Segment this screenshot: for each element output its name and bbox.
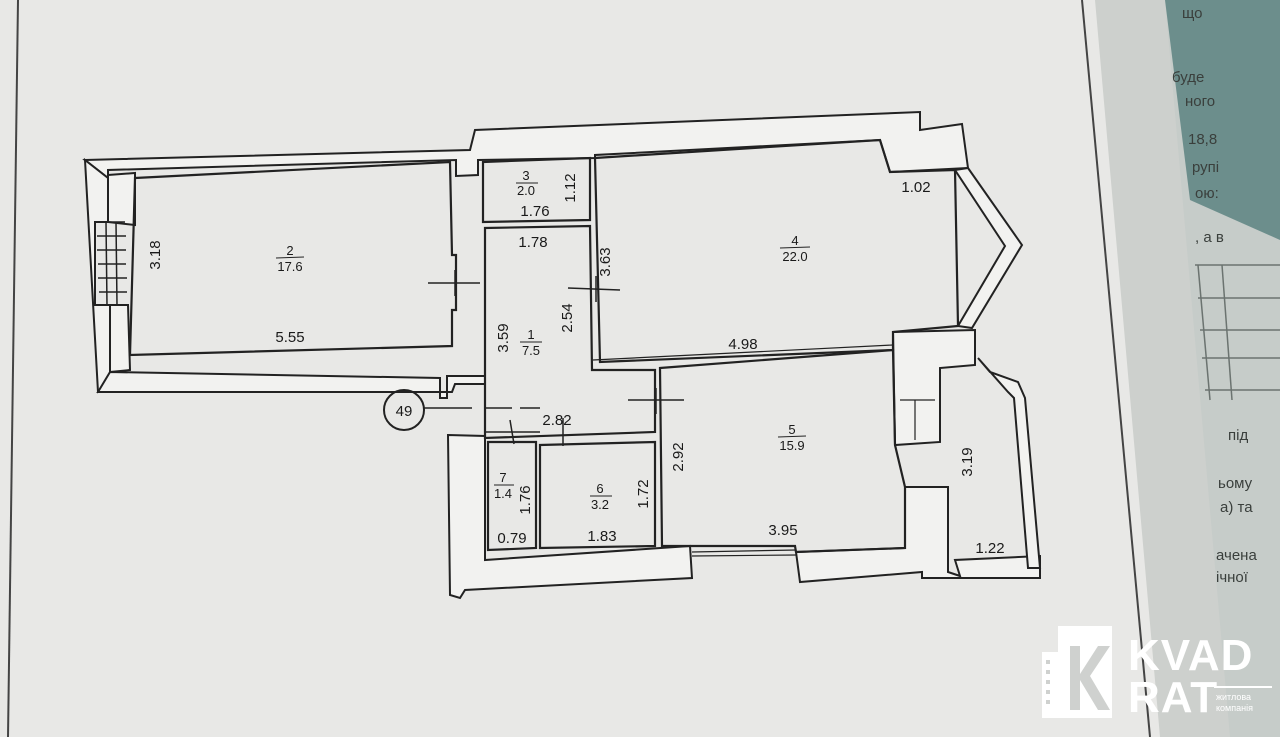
dim-hall-bottom: 2.82: [542, 412, 571, 429]
side-text: що буде ного 18,8 рупі ою: , а в під ьом…: [1172, 5, 1257, 586]
side-text-line: , а в: [1195, 229, 1224, 246]
logo-tagline-2: компанія: [1216, 703, 1253, 713]
dim-hall-top: 1.78: [518, 234, 547, 251]
logo-word-1: KVAD: [1128, 631, 1254, 680]
entrance-stairs: [96, 221, 127, 306]
room-7-area: 1.4: [494, 486, 512, 501]
dim-r7-height: 1.76: [517, 485, 534, 514]
dim-hall-right: 2.54: [559, 303, 576, 332]
window-lines: [592, 344, 935, 557]
dim-r6-width: 1.83: [587, 528, 616, 545]
dim-r4-bay: 1.02: [901, 179, 930, 196]
dim-r7-width: 0.79: [497, 530, 526, 547]
room-7-number: 7: [499, 470, 506, 485]
side-text-line: ачена: [1216, 547, 1257, 564]
room-3-number: 3: [522, 168, 529, 183]
room-1-area: 7.5: [522, 343, 540, 358]
room-4-area: 22.0: [782, 249, 807, 264]
room-outlines: [128, 138, 960, 554]
room-2-number: 2: [286, 243, 293, 258]
entrance-marker: [383, 389, 425, 431]
dimension-labels: 3.18 5.55 1.76 1.12 1.78 3.63 2.54 3.59 …: [147, 173, 1005, 557]
side-text-line: буде: [1172, 69, 1204, 86]
cover-edge: [1165, 0, 1280, 240]
room-1-number: 1: [527, 327, 534, 342]
dim-balcony: 1.22: [975, 540, 1004, 557]
dim-r2-width: 5.55: [275, 329, 304, 346]
dim-r4-width: 4.98: [728, 336, 757, 353]
dim-r4-height: 3.63: [597, 247, 614, 276]
side-text-line: ного: [1185, 93, 1215, 110]
logo-word-2: RAT: [1128, 673, 1219, 722]
frame-line-left: [7, 0, 19, 737]
side-text-line: ою:: [1195, 185, 1219, 202]
room-6-area: 3.2: [591, 497, 609, 512]
dim-r5-right: 3.19: [959, 447, 976, 476]
room-2-area: 17.6: [277, 259, 302, 274]
room-5-number: 5: [788, 422, 795, 437]
side-text-line: 18,8: [1188, 131, 1217, 148]
side-text-line: ьому: [1218, 475, 1253, 492]
dim-r5-width: 3.95: [768, 522, 797, 539]
logo-tagline-1: житлова: [1216, 692, 1252, 702]
dim-r5-height: 2.92: [670, 442, 687, 471]
entrance-number: 49: [396, 403, 413, 420]
side-text-line: що: [1182, 5, 1203, 22]
frame-line-right: [1081, 0, 1151, 737]
dim-r6-height: 1.72: [635, 479, 652, 508]
dim-r3-width: 1.76: [520, 203, 549, 220]
room-6-number: 6: [596, 481, 603, 496]
side-text-line: а) та: [1220, 499, 1253, 516]
dim-hall-left: 3.59: [495, 323, 512, 352]
side-table: [1195, 264, 1280, 401]
dim-r2-height: 3.18: [147, 240, 164, 269]
walls: [82, 110, 1042, 600]
room-labels: 2 17.6 3 2.0 4 22.0 1 7.5 5 15.9 6 3.2 7…: [275, 168, 811, 512]
room-5-area: 15.9: [779, 438, 804, 453]
building-icon: [1042, 626, 1112, 718]
side-text-line: рупі: [1192, 159, 1219, 176]
room-4-number: 4: [791, 233, 798, 248]
side-text-line: ічної: [1216, 569, 1249, 586]
room-3-area: 2.0: [517, 183, 535, 198]
kvadrat-logo: KVAD RAT житлова компанія: [1040, 624, 1276, 720]
side-text-line: під: [1228, 427, 1248, 444]
logo-divider: [1214, 686, 1272, 688]
door-marks: [428, 270, 684, 446]
dim-r3-height: 1.12: [562, 173, 579, 202]
